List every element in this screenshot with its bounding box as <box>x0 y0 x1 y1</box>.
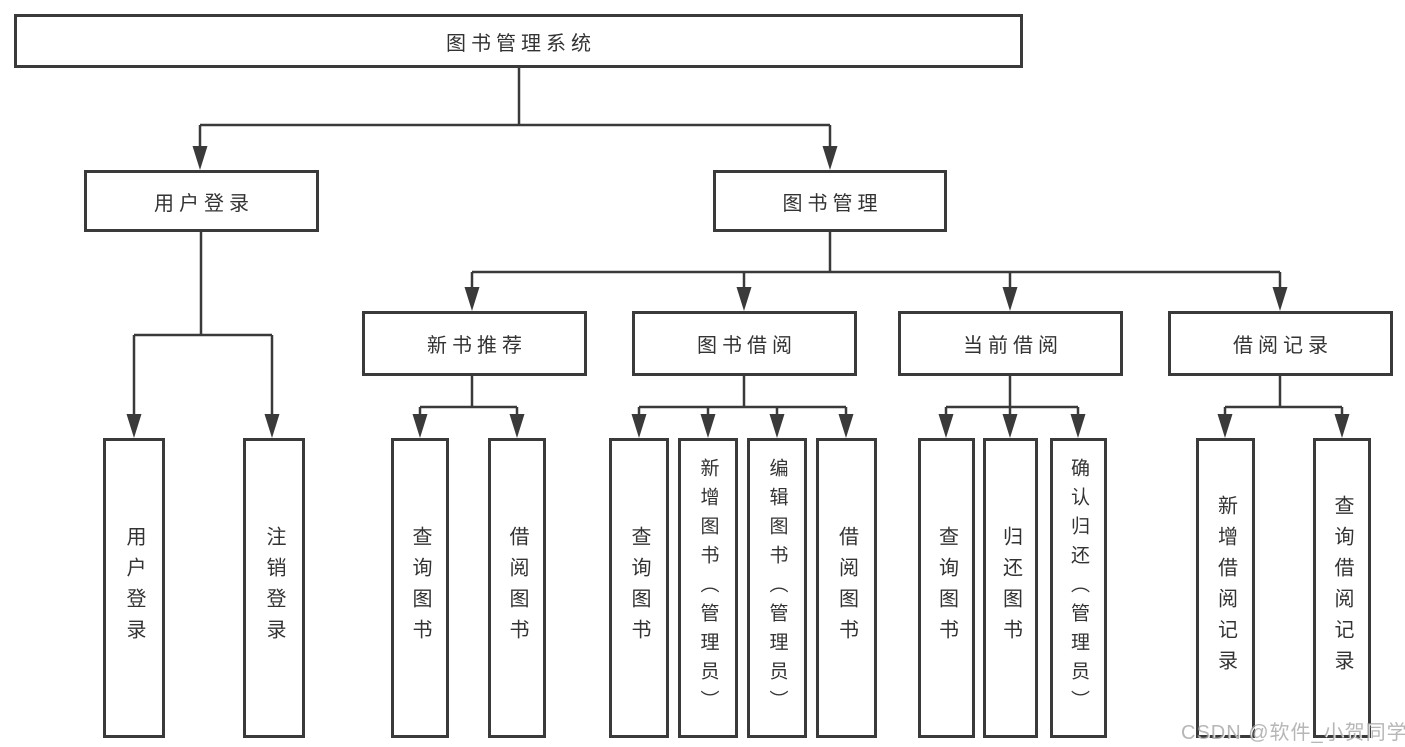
csdn-watermark: CSDN @软件_小贺同学 <box>1181 722 1405 744</box>
node-leaf-return-books-label: 归还图书 <box>999 526 1022 650</box>
node-current-borrowing-label: 当前借阅 <box>963 335 1063 357</box>
node-leaf-add-borrow-record: 新增借阅记录 <box>1196 438 1255 738</box>
node-leaf-add-borrow-record-label: 新增借阅记录 <box>1214 495 1237 681</box>
node-leaf-add-books-admin: 新增图书（管理员） <box>678 438 738 738</box>
node-user-login: 用户登录 <box>84 170 319 232</box>
node-leaf-borrow-books-recommend-label: 借阅图书 <box>506 526 528 650</box>
node-leaf-edit-books-admin-label: 编辑图书（管理员） <box>766 457 788 719</box>
node-library-system: 图书管理系统 <box>14 14 1023 68</box>
connector-root-to-level2 <box>198 68 832 152</box>
node-leaf-query-books-recommend-label: 查询图书 <box>409 526 431 650</box>
node-leaf-return-books: 归还图书 <box>983 438 1038 738</box>
node-book-management: 图书管理 <box>713 170 947 232</box>
connector-user-login-children <box>132 232 274 420</box>
node-current-borrowing: 当前借阅 <box>898 311 1123 376</box>
connector-new-book-recommend-children <box>418 376 519 420</box>
node-leaf-user-login-label: 用户登录 <box>123 526 145 650</box>
node-leaf-logout: 注销登录 <box>243 438 305 738</box>
node-borrowing-records: 借阅记录 <box>1168 311 1393 376</box>
connector-current-borrowing-children <box>944 376 1080 420</box>
node-new-book-recommend: 新书推荐 <box>362 311 587 376</box>
node-new-book-recommend-label: 新书推荐 <box>427 335 527 357</box>
connector-borrowing-records-children <box>1223 376 1344 420</box>
arrowheads <box>126 146 1350 438</box>
connector-book-management-children <box>470 232 1282 293</box>
node-leaf-add-books-admin-label: 新增图书（管理员） <box>697 457 719 719</box>
node-user-login-label: 用户登录 <box>154 192 254 215</box>
node-leaf-query-books-borrowing: 查询图书 <box>609 438 669 738</box>
node-book-management-label: 图书管理 <box>782 192 883 215</box>
connector-book-borrowing-children <box>637 376 848 420</box>
node-leaf-query-borrow-record-label: 查询借阅记录 <box>1331 495 1353 681</box>
node-leaf-user-login: 用户登录 <box>103 438 165 738</box>
node-leaf-borrow-books-recommend: 借阅图书 <box>488 438 546 738</box>
node-leaf-query-books-recommend: 查询图书 <box>391 438 449 738</box>
node-leaf-query-books-current: 查询图书 <box>918 438 975 738</box>
node-book-borrowing-label: 图书借阅 <box>697 335 797 357</box>
node-leaf-confirm-return-admin: 确认归还（管理员） <box>1050 438 1107 738</box>
node-leaf-query-books-current-label: 查询图书 <box>935 526 958 650</box>
node-library-system-label: 图书管理系统 <box>446 32 596 55</box>
node-leaf-query-books-borrowing-label: 查询图书 <box>628 526 650 650</box>
node-leaf-borrow-books-label: 借阅图书 <box>835 526 858 650</box>
node-leaf-confirm-return-admin-label: 确认归还（管理员） <box>1068 457 1089 719</box>
node-book-borrowing: 图书借阅 <box>632 311 857 376</box>
node-leaf-query-borrow-record: 查询借阅记录 <box>1313 438 1371 738</box>
node-borrowing-records-label: 借阅记录 <box>1233 335 1333 357</box>
node-leaf-borrow-books: 借阅图书 <box>816 438 877 738</box>
node-leaf-logout-label: 注销登录 <box>263 526 285 650</box>
node-leaf-edit-books-admin: 编辑图书（管理员） <box>747 438 807 738</box>
